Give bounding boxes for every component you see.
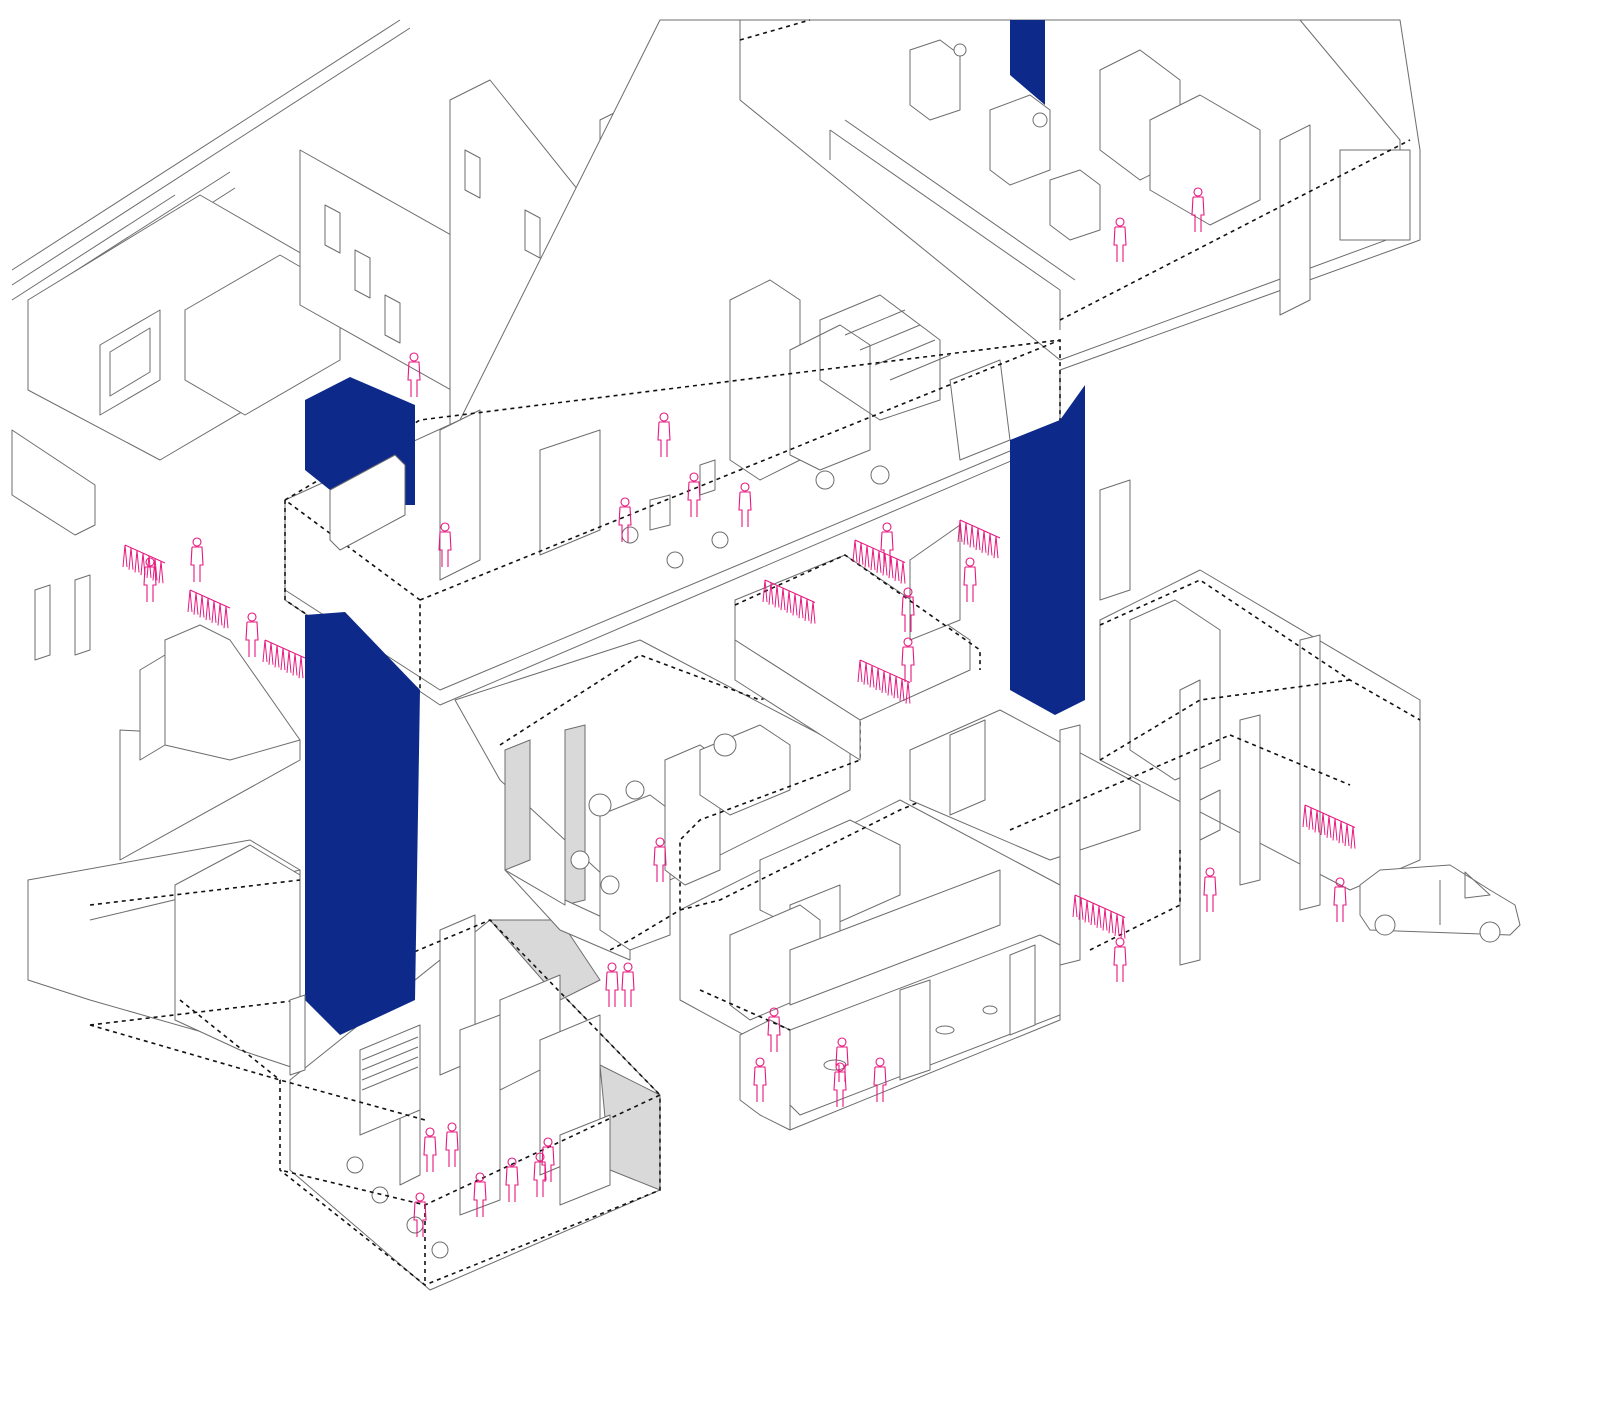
person-figure — [505, 1157, 519, 1202]
middle-volume — [454, 639, 861, 961]
person-figure — [833, 1062, 847, 1107]
person-figure — [473, 1172, 487, 1217]
lower-kitchen-volume — [679, 759, 1061, 1131]
person-figure — [1113, 937, 1127, 982]
clothing-rack — [852, 539, 906, 584]
lower-left-volumes — [27, 574, 301, 1071]
person-figure — [438, 522, 452, 567]
person-figure — [1113, 217, 1127, 262]
person-figure — [190, 537, 204, 582]
person-figure — [1191, 187, 1205, 232]
clothing-rack — [857, 659, 911, 704]
person-figure — [1203, 867, 1217, 912]
person-figure — [621, 962, 635, 1007]
clothing-rack — [762, 579, 816, 624]
person-figure — [835, 1037, 849, 1082]
clothing-rack — [957, 519, 1001, 559]
person-figure — [407, 352, 421, 397]
vertical-core-right — [1010, 385, 1085, 715]
person-figure — [423, 1127, 437, 1172]
person-figure — [901, 637, 915, 682]
clothing-rack — [1302, 804, 1356, 849]
vertical-cores — [289, 20, 1085, 1076]
person-figure — [767, 1007, 781, 1052]
person-figure — [445, 1122, 459, 1167]
person-figure — [753, 1057, 767, 1102]
person-figure — [657, 412, 671, 457]
people-layer — [143, 187, 1347, 1237]
delivery-van — [1359, 864, 1521, 943]
clothing-rack — [1072, 894, 1126, 939]
person-figure — [1333, 877, 1347, 922]
person-figure — [413, 1192, 427, 1237]
person-figure — [618, 497, 632, 542]
person-figure — [653, 837, 667, 882]
person-figure — [687, 472, 701, 517]
vertical-core-left — [305, 612, 420, 1035]
person-figure — [873, 1057, 887, 1102]
person-figure — [245, 612, 259, 657]
clothing-rack — [262, 639, 306, 679]
person-figure — [963, 557, 977, 602]
vertical-core-top — [1010, 20, 1045, 105]
right-volumes — [909, 479, 1421, 966]
clothing-rack — [122, 544, 166, 584]
person-figure — [901, 587, 915, 632]
person-figure — [541, 1137, 555, 1182]
person-figure — [605, 962, 619, 1007]
person-figure — [738, 482, 752, 527]
upper-dashed-outlines — [284, 19, 1411, 692]
clothing-racks-layer — [122, 519, 1356, 939]
clothing-rack — [187, 589, 231, 629]
